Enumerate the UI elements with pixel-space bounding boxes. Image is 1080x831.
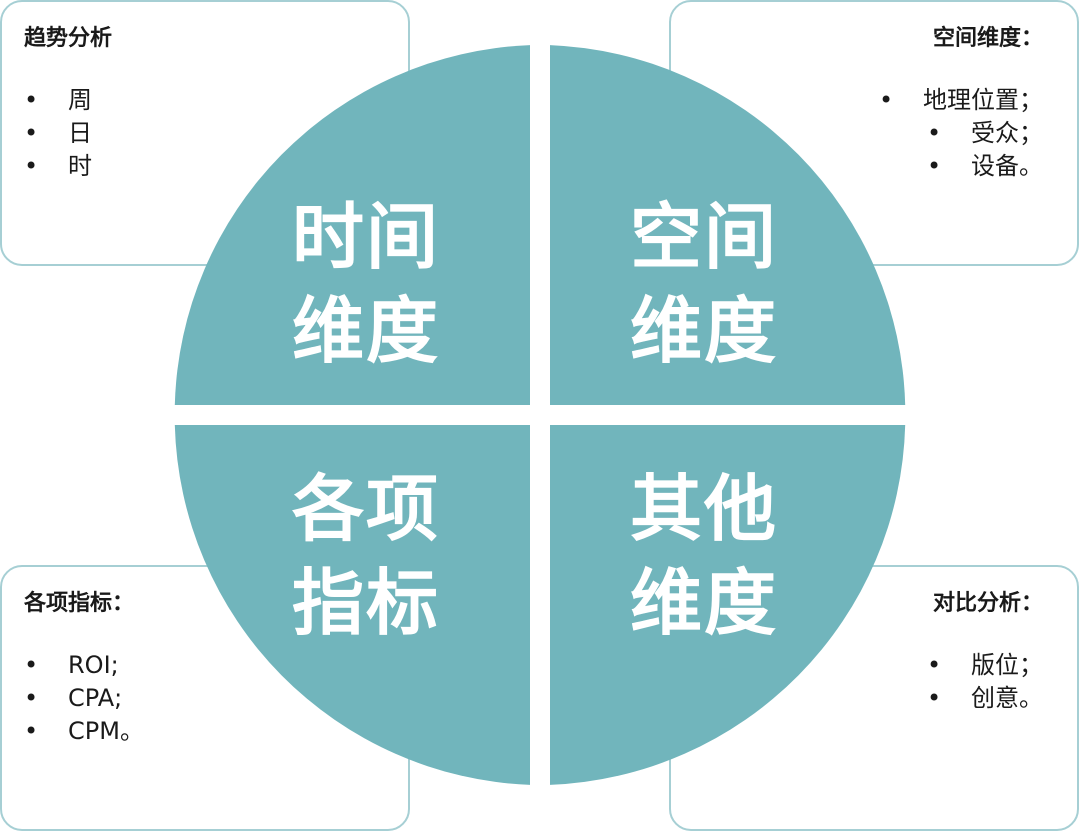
quadrant-label-line: 指标 — [291, 561, 440, 645]
bullet: • — [24, 651, 39, 679]
list-item: •周 — [24, 84, 92, 117]
card-list: • ROI; • CPA; • CPM。 — [24, 649, 144, 748]
quadrant-label-other-dimension: 其他 维度 — [594, 462, 814, 650]
card-list: •周 •日 •时 — [24, 84, 92, 183]
list-item-text: 版位； — [971, 651, 1043, 679]
quadrant-label-spatial-dimension: 空间 维度 — [594, 190, 814, 378]
bullet: • — [927, 152, 942, 180]
card-title: 对比分析： — [932, 591, 1043, 616]
quadrant-bottom-right — [550, 425, 906, 785]
list-item: • CPA; — [24, 682, 144, 715]
list-item: • 设备。 — [879, 150, 1043, 183]
bullet: • — [927, 684, 942, 712]
list-item-text: CPA; — [68, 684, 123, 712]
list-item-text: 受众； — [971, 119, 1043, 147]
list-item-text: 设备。 — [971, 152, 1043, 180]
list-item-text: 日 — [68, 119, 92, 147]
bullet: • — [24, 152, 39, 180]
list-item: •日 — [24, 117, 92, 150]
quadrant-label-metrics: 各项 指标 — [256, 462, 476, 650]
quadrant-label-line: 空间 — [629, 195, 778, 279]
list-item: •时 — [24, 150, 92, 183]
list-item-text: 周 — [68, 86, 92, 114]
list-item: • CPM。 — [24, 715, 144, 748]
list-item-text: 地理位置； — [923, 86, 1043, 114]
quadrant-top-right — [550, 45, 906, 405]
bullet: • — [927, 119, 942, 147]
bullet: • — [879, 86, 894, 114]
bullet: • — [24, 86, 39, 114]
list-item-text: ROI; — [68, 651, 119, 679]
list-item-text: 创意。 — [971, 684, 1043, 712]
list-item-text: 时 — [68, 152, 92, 180]
list-item: • 受众； — [879, 117, 1043, 150]
card-title: 空间维度： — [932, 26, 1043, 51]
quadrant-label-line: 其他 — [629, 467, 778, 551]
quadrant-label-line: 维度 — [629, 561, 778, 645]
list-item: • 地理位置； — [879, 84, 1043, 117]
card-title: 各项指标： — [24, 591, 135, 616]
bullet: • — [24, 717, 39, 745]
quadrant-label-line: 维度 — [629, 289, 778, 373]
list-item: • 版位； — [927, 649, 1043, 682]
card-list: • 版位； • 创意。 — [927, 649, 1043, 715]
bullet: • — [24, 684, 39, 712]
quadrant-bottom-left — [174, 425, 531, 785]
quadrant-label-line: 各项 — [291, 467, 440, 551]
list-item-text: CPM。 — [68, 717, 144, 745]
card-list: • 地理位置； • 受众； • 设备。 — [879, 84, 1043, 183]
list-item: • 创意。 — [927, 682, 1043, 715]
quadrant-top-left — [174, 45, 531, 405]
quadrant-label-time-dimension: 时间 维度 — [256, 190, 476, 378]
quadrant-label-line: 维度 — [291, 289, 440, 373]
bullet: • — [927, 651, 942, 679]
quadrant-label-line: 时间 — [291, 195, 440, 279]
bullet: • — [24, 119, 39, 147]
list-item: • ROI; — [24, 649, 144, 682]
card-title: 趋势分析 — [24, 26, 113, 51]
